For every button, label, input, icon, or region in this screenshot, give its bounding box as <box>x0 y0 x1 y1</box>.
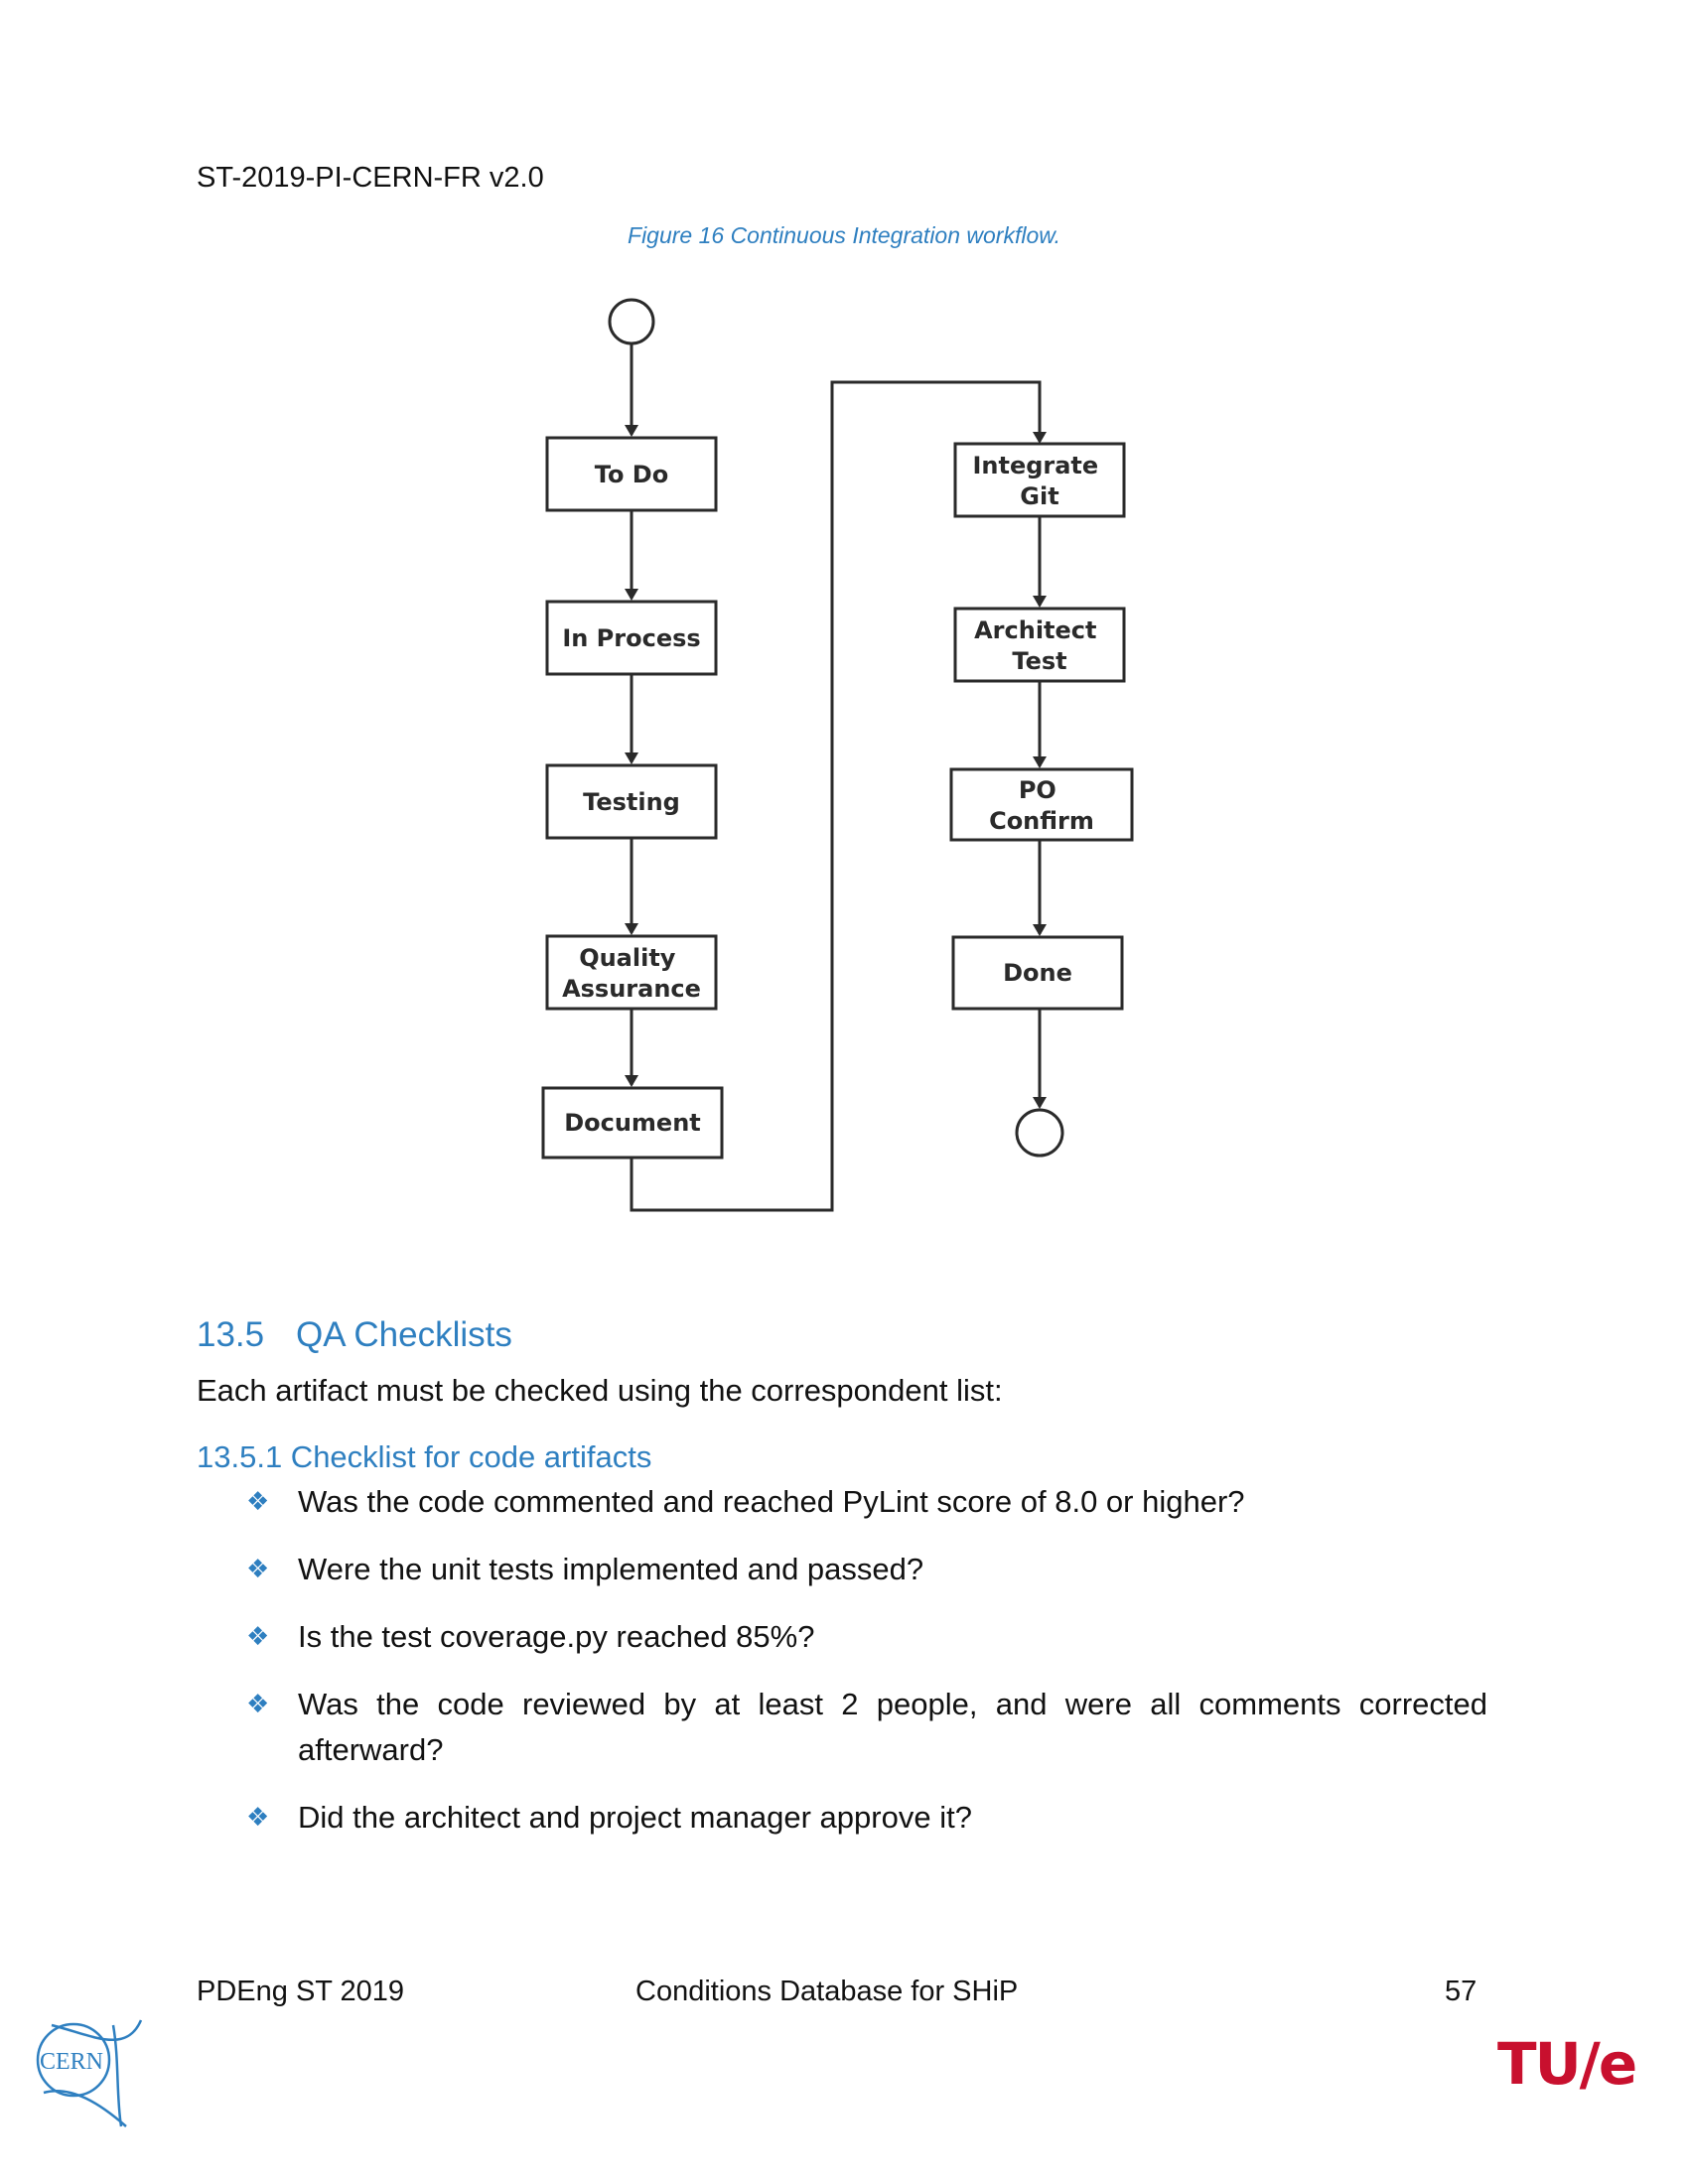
list-item: ❖ Was the code commented and reached PyLi… <box>246 1479 1487 1525</box>
list-item-text: Is the test coverage.py reached 85%? <box>298 1619 815 1654</box>
svg-text:To Do: To Do <box>595 461 668 488</box>
section-title: QA Checklists <box>296 1315 512 1354</box>
footer-program: PDEng ST 2019 <box>197 1976 405 2007</box>
end-node <box>1015 1108 1064 1158</box>
list-item: ❖ Were the unit tests implemented and pas… <box>246 1547 1487 1592</box>
list-item-text: Was the code commented and reached PyLin… <box>298 1484 1245 1519</box>
tue-logo: TU/e <box>1497 2030 1637 2098</box>
cern-logo-text: CERN <box>40 2049 103 2075</box>
node-integrate-label-line1: Integrate <box>972 452 1098 479</box>
node-done-label: Done <box>1003 959 1072 987</box>
svg-text:Document: Document <box>564 1109 701 1137</box>
node-architect-test <box>953 607 1126 683</box>
list-item: ❖ Was the code reviewed by at least 2 peo… <box>246 1682 1487 1773</box>
list-item-text: Did the architect and project manager ap… <box>298 1800 972 1835</box>
section-intro: Each artifact must be checked using the … <box>197 1373 1003 1408</box>
node-done <box>951 935 1124 1011</box>
node-in-process-label: In Process <box>562 624 700 652</box>
list-item: ❖ Is the test coverage.py reached 85%? <box>246 1614 1487 1660</box>
node-quality-assurance <box>545 934 718 1011</box>
list-item-text: Were the unit tests implemented and pass… <box>298 1552 924 1586</box>
workflow-diagram: To Do In Process Testing Quality Assuran… <box>541 298 1134 1212</box>
diamond-bullet-icon: ❖ <box>246 1487 270 1517</box>
node-architect-label-line2: Test <box>1012 647 1066 675</box>
diamond-bullet-icon: ❖ <box>246 1803 270 1833</box>
svg-text:Done: Done <box>1003 959 1072 987</box>
document-id: ST-2019-PI-CERN-FR v2.0 <box>197 162 544 194</box>
node-po-confirm <box>949 767 1134 842</box>
svg-text:Architect Test: Architect Test <box>974 616 1105 675</box>
subsection-heading: 13.5.1 Checklist for code artifacts <box>197 1439 652 1474</box>
node-testing-label: Testing <box>583 788 680 816</box>
node-todo <box>545 436 718 512</box>
footer-title: Conditions Database for SHiP <box>635 1976 1019 2007</box>
node-document <box>541 1086 724 1160</box>
section-heading: 13.5 QA Checklists <box>197 1315 512 1355</box>
code-checklist: ❖ Was the code commented and reached PyLi… <box>246 1479 1487 1862</box>
node-integrate-label-line2: Git <box>1020 482 1058 510</box>
node-po-label-line2: Confirm <box>989 807 1094 835</box>
section-number: 13.5 <box>197 1315 265 1354</box>
node-qa-label-line2: Assurance <box>562 975 701 1003</box>
node-architect-label-line1: Architect <box>974 616 1096 644</box>
node-document-label: Document <box>564 1109 701 1137</box>
diamond-bullet-icon: ❖ <box>246 1555 270 1584</box>
node-todo-label: To Do <box>595 461 668 488</box>
node-integrate-git <box>953 442 1126 518</box>
node-qa-label-line1: Quality <box>579 944 676 972</box>
node-po-label-line1: PO <box>1019 776 1056 804</box>
edge-document-integrate <box>630 380 1047 1212</box>
diamond-bullet-icon: ❖ <box>246 1690 270 1719</box>
svg-text:Testing: Testing <box>583 788 680 816</box>
figure-caption: Figure 16 Continuous Integration workflo… <box>628 222 1060 248</box>
page-number: 57 <box>1445 1976 1477 2007</box>
start-node <box>608 298 655 345</box>
svg-text:Quality Assurance: Quality Assurance <box>562 944 701 1003</box>
cern-logo: CERN <box>36 2019 143 2127</box>
node-testing <box>545 763 718 840</box>
svg-text:In Process: In Process <box>562 624 700 652</box>
node-in-process <box>545 600 718 676</box>
diamond-bullet-icon: ❖ <box>246 1622 270 1652</box>
list-item: ❖ Did the architect and project manager a… <box>246 1795 1487 1841</box>
svg-text:PO Confirm: PO Confirm <box>989 776 1094 835</box>
svg-text:Integrate Git: Integrate Git <box>972 452 1106 510</box>
list-item-text: Was the code reviewed by at least 2 peop… <box>298 1687 1487 1767</box>
